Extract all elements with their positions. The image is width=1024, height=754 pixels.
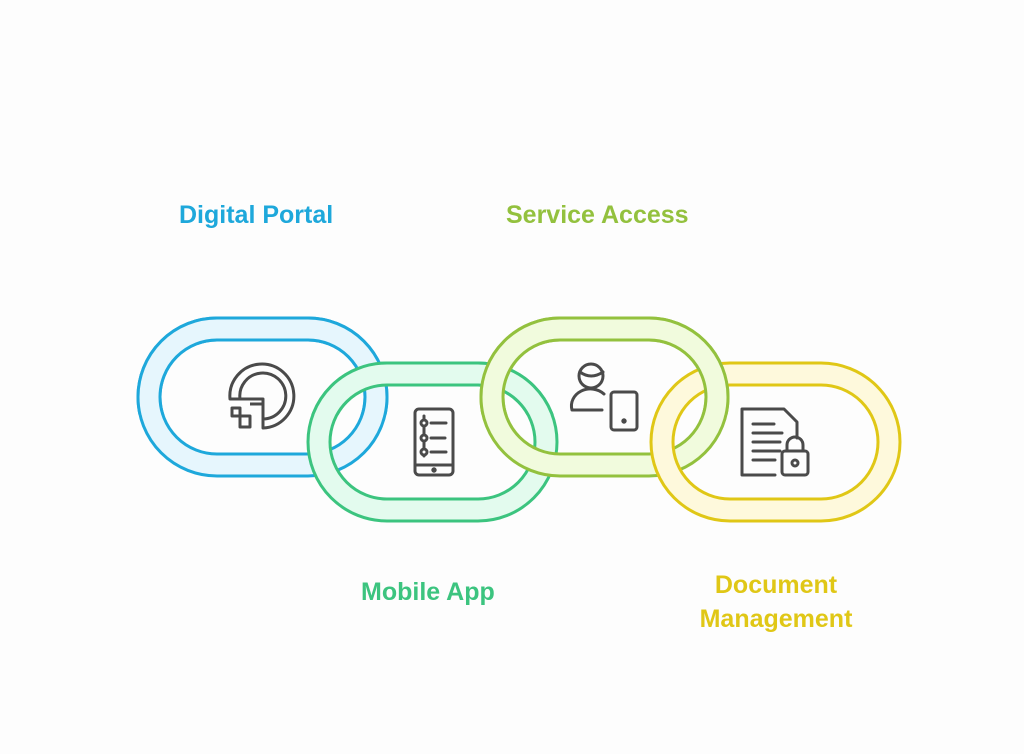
document-management-icon (740, 407, 810, 477)
label-document-management: Document Management (692, 568, 860, 636)
chain-link-document-management (649, 361, 902, 523)
label-line-1: Document (714, 571, 838, 599)
label-line-2: Management (699, 605, 853, 633)
label-mobile-app: Mobile App (361, 578, 495, 606)
service-access-icon (569, 362, 639, 432)
label-service-access: Service Access (506, 201, 689, 229)
label-digital-portal: Digital Portal (179, 201, 334, 229)
mobile-app-icon (413, 407, 455, 477)
digital-portal-icon (228, 362, 296, 430)
